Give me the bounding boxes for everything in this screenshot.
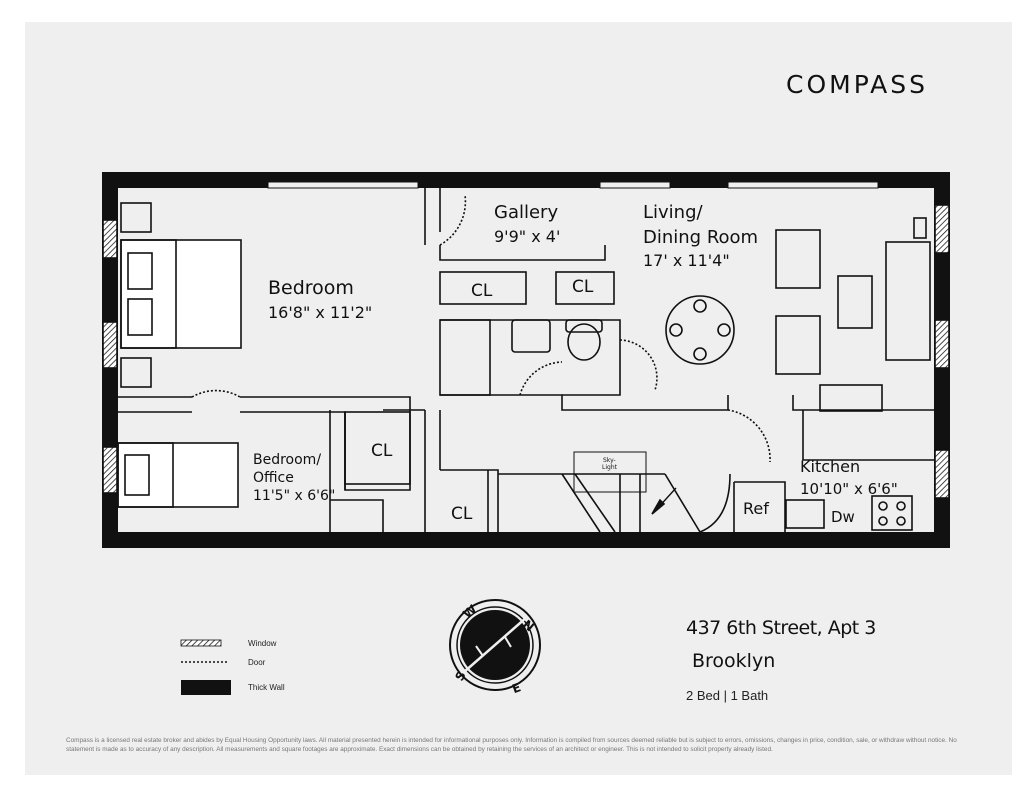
window bbox=[102, 219, 118, 259]
disclaimer: Compass is a licensed real estate broker… bbox=[66, 737, 957, 753]
closet-label: CL bbox=[451, 504, 473, 524]
closet-label: CL bbox=[371, 441, 393, 461]
legend-door-label: Door bbox=[248, 658, 266, 667]
legend-window-icon bbox=[180, 639, 222, 647]
closet-label: CL bbox=[471, 281, 493, 301]
room-name-office-2: Office bbox=[253, 470, 294, 486]
fridge-label: Ref bbox=[743, 499, 769, 518]
listing-city: Brooklyn bbox=[692, 650, 776, 672]
room-dims-bedroom: 16'8" x 11'2" bbox=[268, 303, 372, 322]
legend-thick-wall-icon bbox=[181, 680, 231, 695]
window bbox=[102, 321, 118, 369]
legend-thick-wall-label: Thick Wall bbox=[248, 683, 285, 692]
room-dims-gallery: 9'9" x 4' bbox=[494, 227, 560, 246]
window bbox=[934, 319, 950, 369]
room-dims-living: 17' x 11'4" bbox=[643, 251, 730, 270]
room-name-kitchen: Kitchen bbox=[800, 457, 860, 476]
window bbox=[934, 204, 950, 254]
room-name-living-1: Living/ bbox=[643, 202, 704, 223]
room-name-office-1: Bedroom/ bbox=[253, 452, 321, 468]
room-name-bedroom: Bedroom bbox=[268, 277, 354, 299]
legend-window-label: Window bbox=[248, 639, 277, 648]
listing-beds-baths: 2 Bed | 1 Bath bbox=[686, 688, 769, 703]
compass-logo: COMPASS bbox=[786, 70, 929, 99]
dishwasher-label: Dw bbox=[831, 508, 855, 526]
skylight-label: Light bbox=[602, 464, 618, 471]
window bbox=[934, 449, 950, 499]
room-dims-kitchen: 10'10" x 6'6" bbox=[800, 480, 898, 498]
closet-label: CL bbox=[572, 277, 594, 297]
room-dims-office: 11'5" x 6'6" bbox=[253, 488, 335, 504]
skylight-label: Sky- bbox=[603, 457, 616, 464]
compass-rose-icon: N E S W bbox=[449, 599, 541, 696]
room-name-gallery: Gallery bbox=[494, 202, 558, 223]
room-name-living-2: Dining Room bbox=[643, 227, 758, 248]
listing-address: 437 6th Street, Apt 3 bbox=[686, 617, 876, 639]
window bbox=[102, 446, 118, 494]
